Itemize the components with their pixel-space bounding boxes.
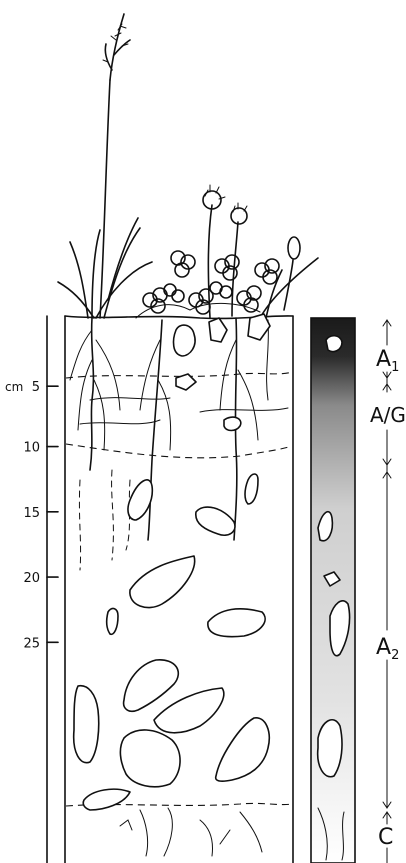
depth-tick-label: 5 <box>32 380 40 395</box>
depth-scale: 5 cm 10 15 20 25 <box>5 316 58 863</box>
vegetation <box>58 14 318 318</box>
bedrock-debris <box>120 808 262 856</box>
clover-plants <box>136 185 318 318</box>
horizon-label-c: C <box>378 825 393 850</box>
roots <box>70 318 268 570</box>
depth-unit-label: cm <box>5 380 23 394</box>
horizon-label-ag: A/G <box>370 403 406 427</box>
horizon-label-a1: A1 <box>376 347 399 375</box>
stones <box>74 314 270 810</box>
depth-tick-label: 15 <box>23 506 40 521</box>
horizon-label-a2: A2 <box>376 635 399 663</box>
profile-shading-column <box>311 318 355 863</box>
depth-tick-label: 20 <box>23 571 40 586</box>
grass-panicle <box>58 14 152 318</box>
horizon-labels: A1 A/G A2 C <box>370 320 406 863</box>
depth-tick-label: 25 <box>23 636 40 651</box>
depth-tick-label: 10 <box>23 441 40 456</box>
depth-ticks: 5 cm 10 15 20 25 <box>5 380 58 651</box>
